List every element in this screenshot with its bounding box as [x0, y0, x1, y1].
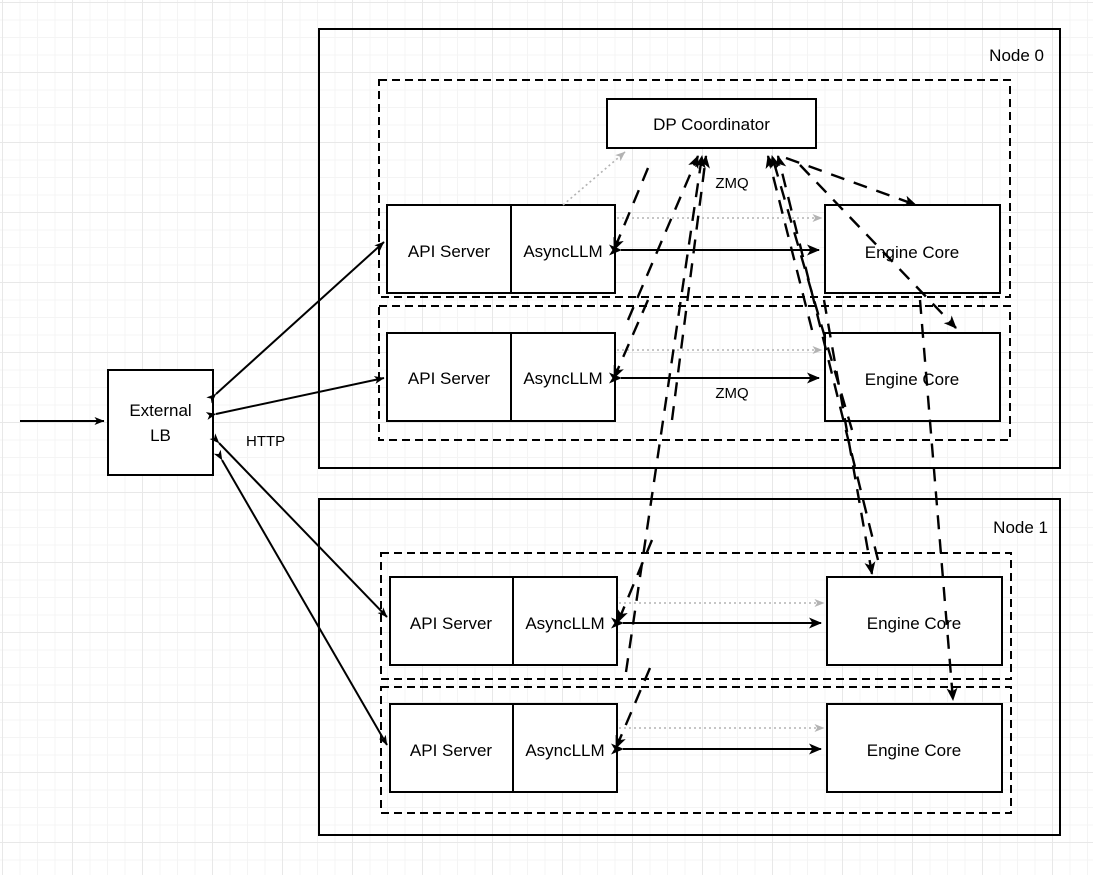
- node-1-group-0-engine-core-box[interactable]: [826, 576, 1003, 666]
- node-0-label: Node 0: [989, 46, 1044, 65]
- edge-lb-node0-group1-api-server: [205, 376, 385, 420]
- node-0-group-1-frontend-box[interactable]: [386, 332, 616, 422]
- node-1-group-1-frontend-box[interactable]: [389, 703, 618, 793]
- edge-dashed-node0-group1-engine-to-coordinator: [765, 155, 814, 331]
- edge-label-zmq-node0-group1: ZMQ: [715, 385, 748, 402]
- edge-dashed-node1-engine-to-coordinator: [775, 155, 880, 561]
- node-0-group-0-api-server-label: API Server: [408, 242, 491, 261]
- edge-dashed-coordinator-to-node1-group1-asyncllm: [614, 667, 652, 749]
- node-1-group-0-async-llm-label: AsyncLLM: [525, 614, 604, 633]
- edge-lb-node1-group1-api-server: [213, 449, 388, 746]
- edge-dashed-coordinator-to-node1-group1-engine: [918, 299, 958, 701]
- node-1-group-0-frontend-box[interactable]: [389, 576, 618, 666]
- edge-dashed-coordinator-to-node1-group0-asyncllm: [616, 539, 654, 623]
- edge-dashed-coordinator-to-node0-group1-engine: [799, 164, 957, 329]
- node-0-group-0-async-llm-label: AsyncLLM: [523, 242, 602, 261]
- edge-dotted-asyncllm-to-dp-coordinator: [562, 151, 626, 206]
- node-1-group-1-engine-core-label: Engine Core: [867, 741, 962, 760]
- node-0-group-0-frontend-box[interactable]: [386, 204, 616, 294]
- dp-coordinator-box[interactable]: [606, 98, 817, 149]
- node-1-label: Node 1: [993, 518, 1048, 537]
- edge-lb-node1-group0-api-server: [209, 433, 388, 618]
- edge-label-http: HTTP: [246, 433, 285, 450]
- node-0-group-1-api-server-label: API Server: [408, 369, 491, 388]
- node-1-group-1-engine-core-box[interactable]: [826, 703, 1003, 793]
- node-1-group-1-async-llm-label: AsyncLLM: [525, 741, 604, 760]
- node-0-group-1-engine-core-box[interactable]: [824, 332, 1001, 422]
- node-1-group-0-api-server-label: API Server: [410, 614, 493, 633]
- node-0-group-1-engine-core-label: Engine Core: [865, 370, 960, 389]
- edge-label-zmq-coordinator: ZMQ: [715, 175, 748, 192]
- external-lb-box[interactable]: [107, 369, 214, 476]
- node-0-group-1-async-llm-label: AsyncLLM: [523, 369, 602, 388]
- edge-dashed-coordinator-to-node0-group0-asyncllm: [612, 167, 650, 251]
- edge-lb-node0-group0-api-server: [206, 241, 385, 404]
- node-1-group-0-engine-core-label: Engine Core: [867, 614, 962, 633]
- node-1-group-1-api-server-label: API Server: [410, 741, 493, 760]
- edge-dashed-node0-to-coordinator-b: [670, 155, 710, 421]
- edge-dashed-node1-group0-to-coordinator: [624, 155, 706, 673]
- dp-coordinator-label: DP Coordinator: [653, 115, 770, 134]
- edge-dashed-coordinator-to-node0-group0-engine: [785, 156, 917, 207]
- node-0-group-0-engine-core-label: Engine Core: [865, 243, 960, 262]
- edge-dashed-node0-group1-frontend-to-coordinator: [626, 155, 700, 321]
- external-lb-label-line2: LB: [150, 426, 171, 445]
- external-lb-label-line1: External: [129, 401, 191, 420]
- node-0-group-0-engine-core-box[interactable]: [824, 204, 1001, 294]
- node-0-group-0-boundary: [378, 79, 1011, 298]
- node-1-group-1-boundary: [380, 686, 1012, 814]
